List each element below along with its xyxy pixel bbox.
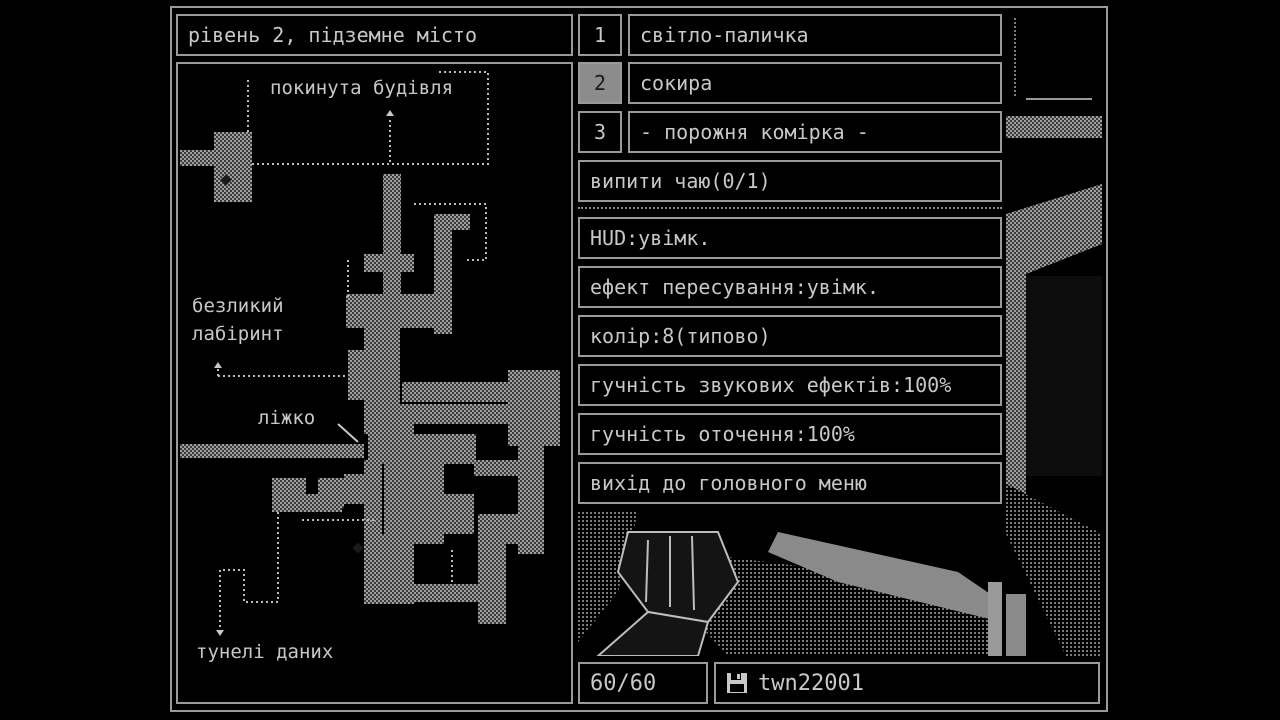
motion-effect-label: ефект пересування:увімк. [590, 275, 879, 299]
inventory-item-label: - порожня комірка - [640, 120, 869, 144]
inventory-item-label: світло-паличка [640, 23, 809, 47]
hand-holding-axe-image [578, 512, 1002, 656]
color-setting[interactable]: колір:8(типово) [578, 315, 1002, 357]
health-counter: 60/60 [578, 662, 708, 704]
slot-number: 3 [593, 120, 607, 144]
slot-number: 2 [593, 71, 607, 95]
inventory-slot-1-number[interactable]: 1 [578, 14, 622, 56]
map-label-bed: ліжко [258, 407, 316, 429]
color-setting-label: колір:8(типово) [590, 324, 771, 348]
exit-to-main-menu-button[interactable]: вихід до головного меню [578, 462, 1002, 504]
ambient-volume-label: гучність оточення:100% [590, 422, 855, 446]
map-drawing [180, 71, 560, 636]
drink-tea-button[interactable]: випити чаю(0/1) [578, 160, 1002, 202]
hud-toggle-label: HUD:увімк. [590, 226, 711, 250]
exit-label: вихід до головного меню [590, 471, 867, 495]
save-slot: twn22001 [714, 662, 1100, 704]
map-label-abandoned-building: покинута будівля [270, 77, 454, 99]
inventory-slot-3[interactable]: - порожня комірка - [628, 111, 1002, 153]
map-label-faceless-labyrinth: безликий лабіринт [192, 295, 284, 345]
first-person-view [578, 512, 1002, 656]
health-value: 60/60 [590, 670, 657, 696]
sfx-volume-label: гучність звукових ефектів:100% [590, 373, 952, 397]
inventory-item-label: сокира [640, 71, 713, 95]
drink-tea-label: випити чаю(0/1) [590, 169, 771, 193]
level-map: покинута будівля безликий лабіринт ліжко… [176, 62, 573, 704]
menu-separator [578, 207, 1002, 209]
sfx-volume-setting[interactable]: гучність звукових ефектів:100% [578, 364, 1002, 406]
level-title-text: рівень 2, підземне місто [188, 23, 477, 47]
ambient-volume-setting[interactable]: гучність оточення:100% [578, 413, 1002, 455]
hud-toggle[interactable]: HUD:увімк. [578, 217, 1002, 259]
map-label-data-tunnels: тунелі даних [196, 641, 334, 663]
level-title: рівень 2, підземне місто [176, 14, 573, 56]
corridor-view [1006, 14, 1102, 656]
inventory-slot-2-number[interactable]: 2 [578, 62, 622, 104]
slot-number: 1 [593, 23, 607, 47]
save-name: twn22001 [758, 670, 864, 696]
corridor-wall-image [1006, 14, 1102, 656]
floppy-disk-icon [727, 673, 747, 693]
inventory-slot-3-number[interactable]: 3 [578, 111, 622, 153]
inventory-slot-1[interactable]: світло-паличка [628, 14, 1002, 56]
motion-effect-toggle[interactable]: ефект пересування:увімк. [578, 266, 1002, 308]
inventory-slot-2[interactable]: сокира [628, 62, 1002, 104]
